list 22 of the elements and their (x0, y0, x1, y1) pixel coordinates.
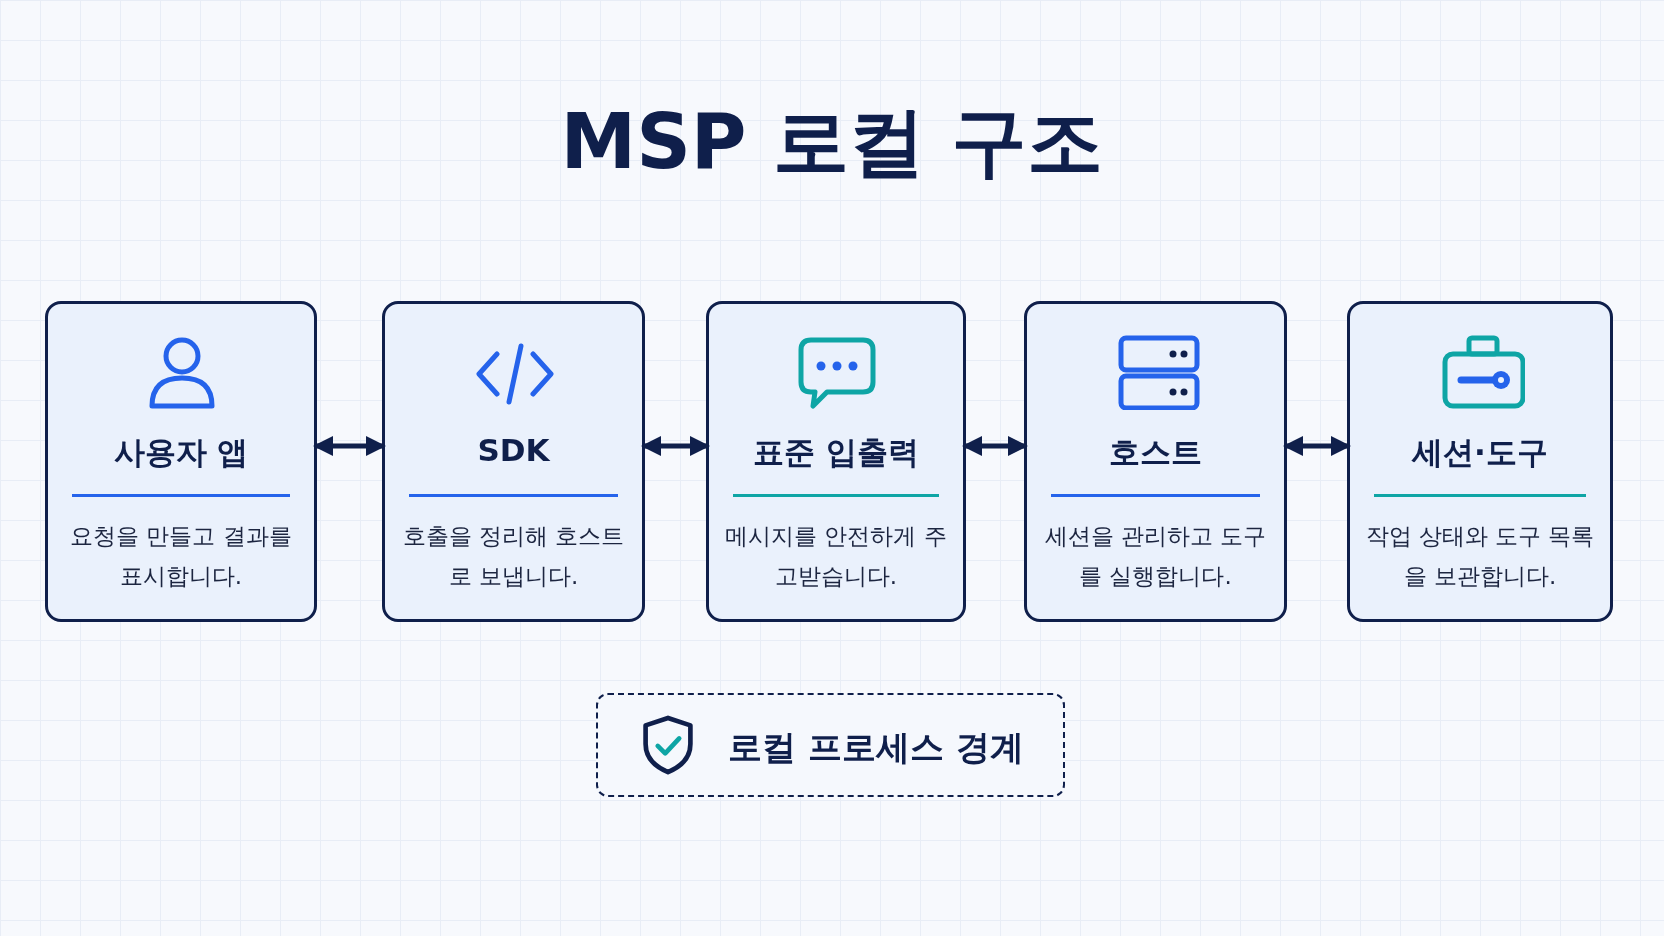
box-description: 세션을 관리하고 도구를 실행합니다. (1044, 523, 1267, 589)
double-arrow (1283, 436, 1351, 456)
process-box (1347, 301, 1613, 622)
boundary-label: 로컬 프로세스 경계 (728, 726, 1024, 769)
process-box (706, 301, 966, 622)
box-description: 요청을 만들고 결과를 표시합니다. (70, 523, 292, 589)
boundary-box (596, 693, 1065, 797)
process-box (1024, 301, 1287, 622)
diagram-title: MSP 로컬 구조 (560, 97, 1104, 186)
box-title: 표준 입출력 (753, 434, 919, 470)
double-arrow (313, 436, 386, 456)
box-description: 호출을 정리해 호스트로 보냅니다. (402, 523, 625, 589)
box-title: 사용자 앱 (113, 434, 249, 470)
process-box (382, 301, 645, 622)
box-title: 호스트 (1109, 434, 1202, 470)
box-description: 작업 상태와 도구 목록을 보관합니다. (1365, 523, 1595, 589)
box-description: 메시지를 안전하게 주고받습니다. (725, 523, 947, 589)
double-arrow (641, 436, 710, 456)
box-title: SDK (477, 432, 550, 468)
double-arrow (962, 436, 1028, 456)
box-title: 세션·도구 (1412, 434, 1548, 470)
process-box (45, 301, 317, 622)
